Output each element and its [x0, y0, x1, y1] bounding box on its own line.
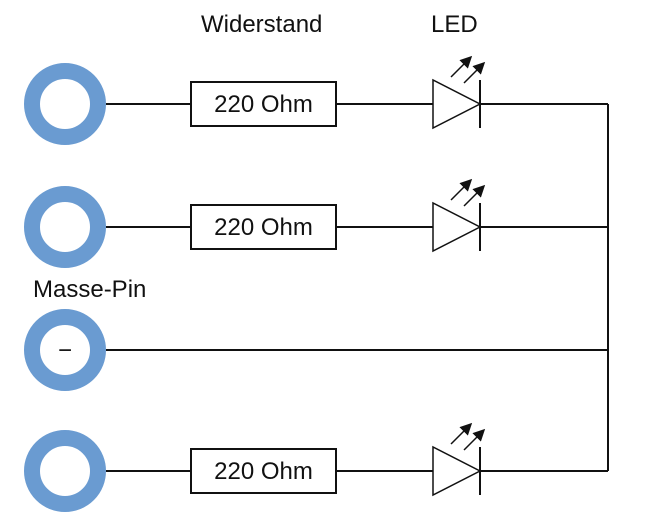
light-arrow-icon: [450, 55, 473, 78]
io-pin: [24, 186, 106, 268]
circuit-row: −: [24, 309, 608, 391]
resistor: [190, 448, 337, 494]
resistor: [190, 81, 337, 127]
light-arrow-icon: [463, 428, 486, 451]
led-column-label: LED: [431, 11, 478, 38]
resistor-value-label: 220 Ohm: [214, 91, 313, 118]
io-pin: [24, 430, 106, 512]
io-pin: [24, 63, 106, 145]
circuit-row: 220 Ohm: [24, 178, 608, 268]
circuit-row: 220 Ohm: [24, 55, 608, 145]
led-diode: [432, 201, 482, 253]
led-diode: [432, 445, 482, 497]
light-arrow-icon: [463, 61, 486, 84]
circuit-row: 220 Ohm: [24, 422, 608, 512]
resistor-column-label: Widerstand: [201, 11, 323, 38]
ground-pin: [24, 309, 106, 391]
resistor-value-label: 220 Ohm: [214, 214, 313, 241]
light-arrow-icon: [450, 178, 473, 201]
light-arrow-icon: [463, 184, 486, 207]
light-arrow-icon: [450, 422, 473, 445]
resistor: [190, 204, 337, 250]
led-diode: [432, 78, 482, 130]
ground-pin-label: Masse-Pin: [33, 276, 147, 303]
resistor-value-label: 220 Ohm: [214, 458, 313, 485]
minus-symbol: −: [58, 337, 72, 364]
